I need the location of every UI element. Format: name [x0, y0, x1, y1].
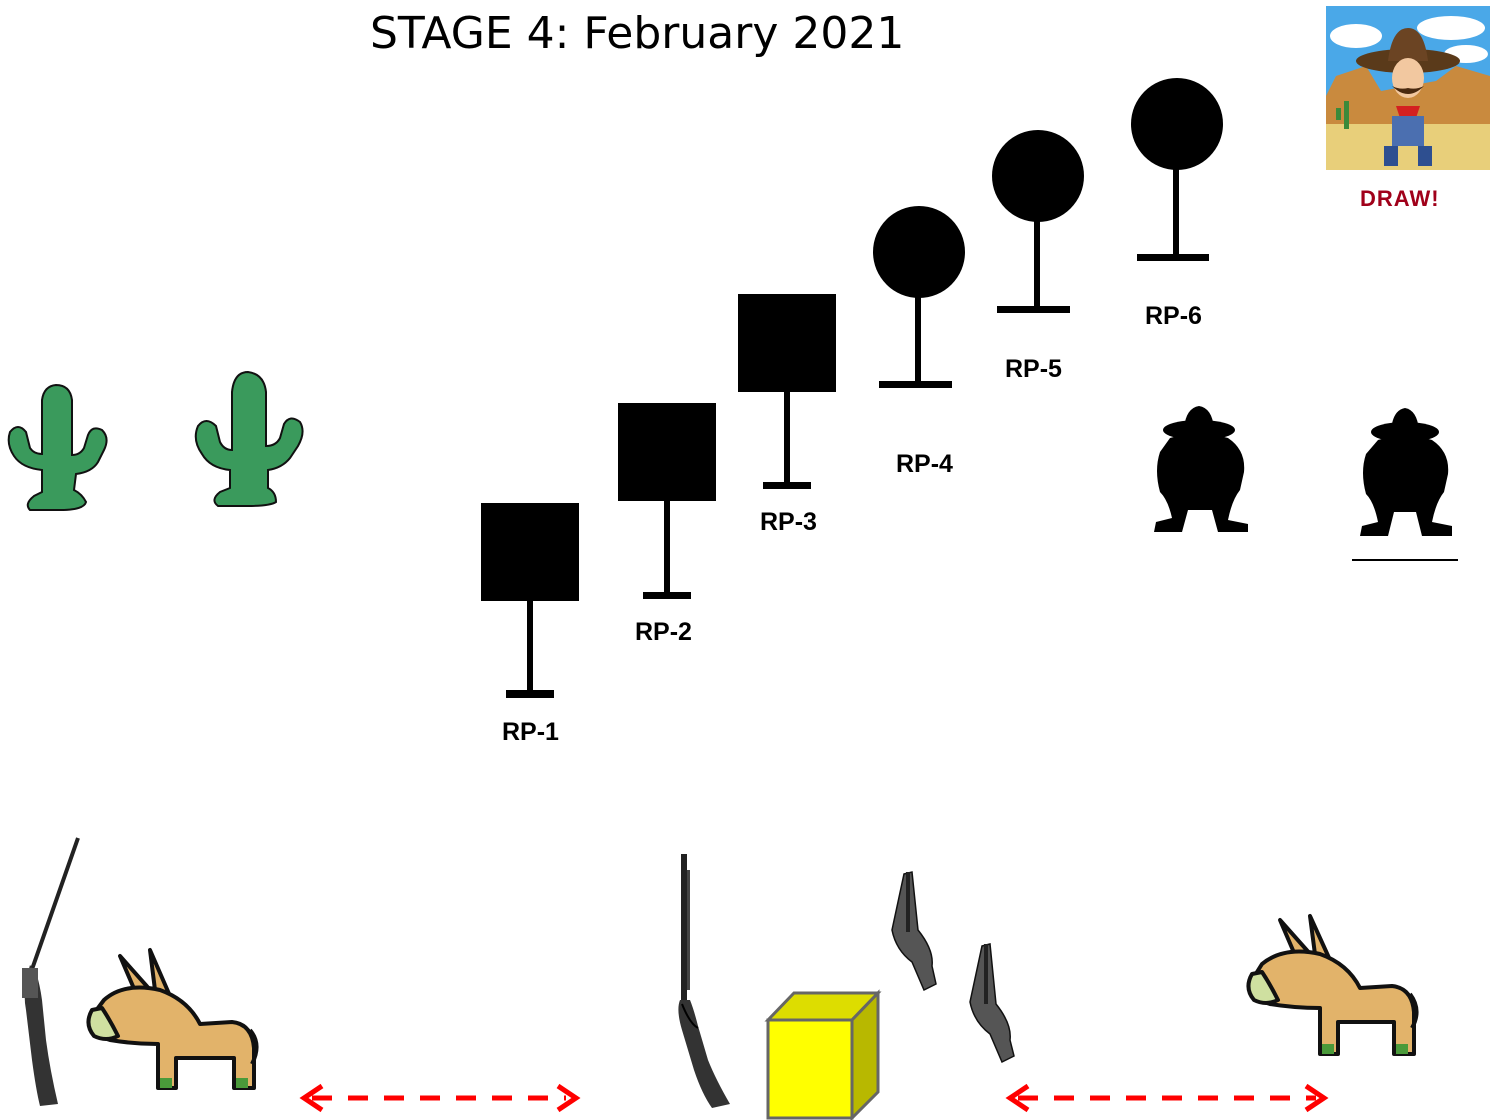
cactus-icon — [7, 383, 108, 511]
outlaw-silhouette-icon — [1360, 408, 1452, 536]
target-label-rp-5: RP-5 — [1005, 355, 1062, 383]
revolver-icon — [891, 871, 937, 992]
double-arrow-icon — [299, 1083, 581, 1113]
target-label-rp-3: RP-3 — [760, 508, 817, 536]
shooter-line — [1352, 559, 1458, 561]
cowboy-cartoon-icon — [1326, 6, 1490, 170]
target-rp-6 — [1131, 78, 1223, 261]
draw-caption: DRAW! — [1360, 186, 1440, 211]
outlaw-silhouette-icon — [1154, 406, 1248, 532]
target-label-rp-1: RP-1 — [502, 718, 559, 746]
target-rp-2 — [618, 403, 716, 599]
stage-title: STAGE 4: February 2021 — [370, 8, 905, 59]
target-rp-1 — [481, 503, 579, 698]
target-rp-5 — [992, 130, 1084, 313]
donkey-icon — [1246, 914, 1419, 1056]
cactus-icon — [194, 370, 304, 507]
target-label-rp-4: RP-4 — [896, 450, 953, 478]
rifle-icon — [678, 854, 730, 1108]
target-label-rp-2: RP-2 — [635, 618, 692, 646]
target-rp-4 — [873, 206, 965, 388]
revolver-icon — [969, 943, 1015, 1064]
donkey-icon — [86, 948, 259, 1090]
double-arrow-icon — [1005, 1083, 1329, 1113]
shotgun-icon — [22, 837, 80, 1106]
ammo-box-icon — [764, 989, 882, 1120]
target-label-rp-6: RP-6 — [1145, 302, 1202, 330]
target-rp-3 — [738, 294, 836, 489]
